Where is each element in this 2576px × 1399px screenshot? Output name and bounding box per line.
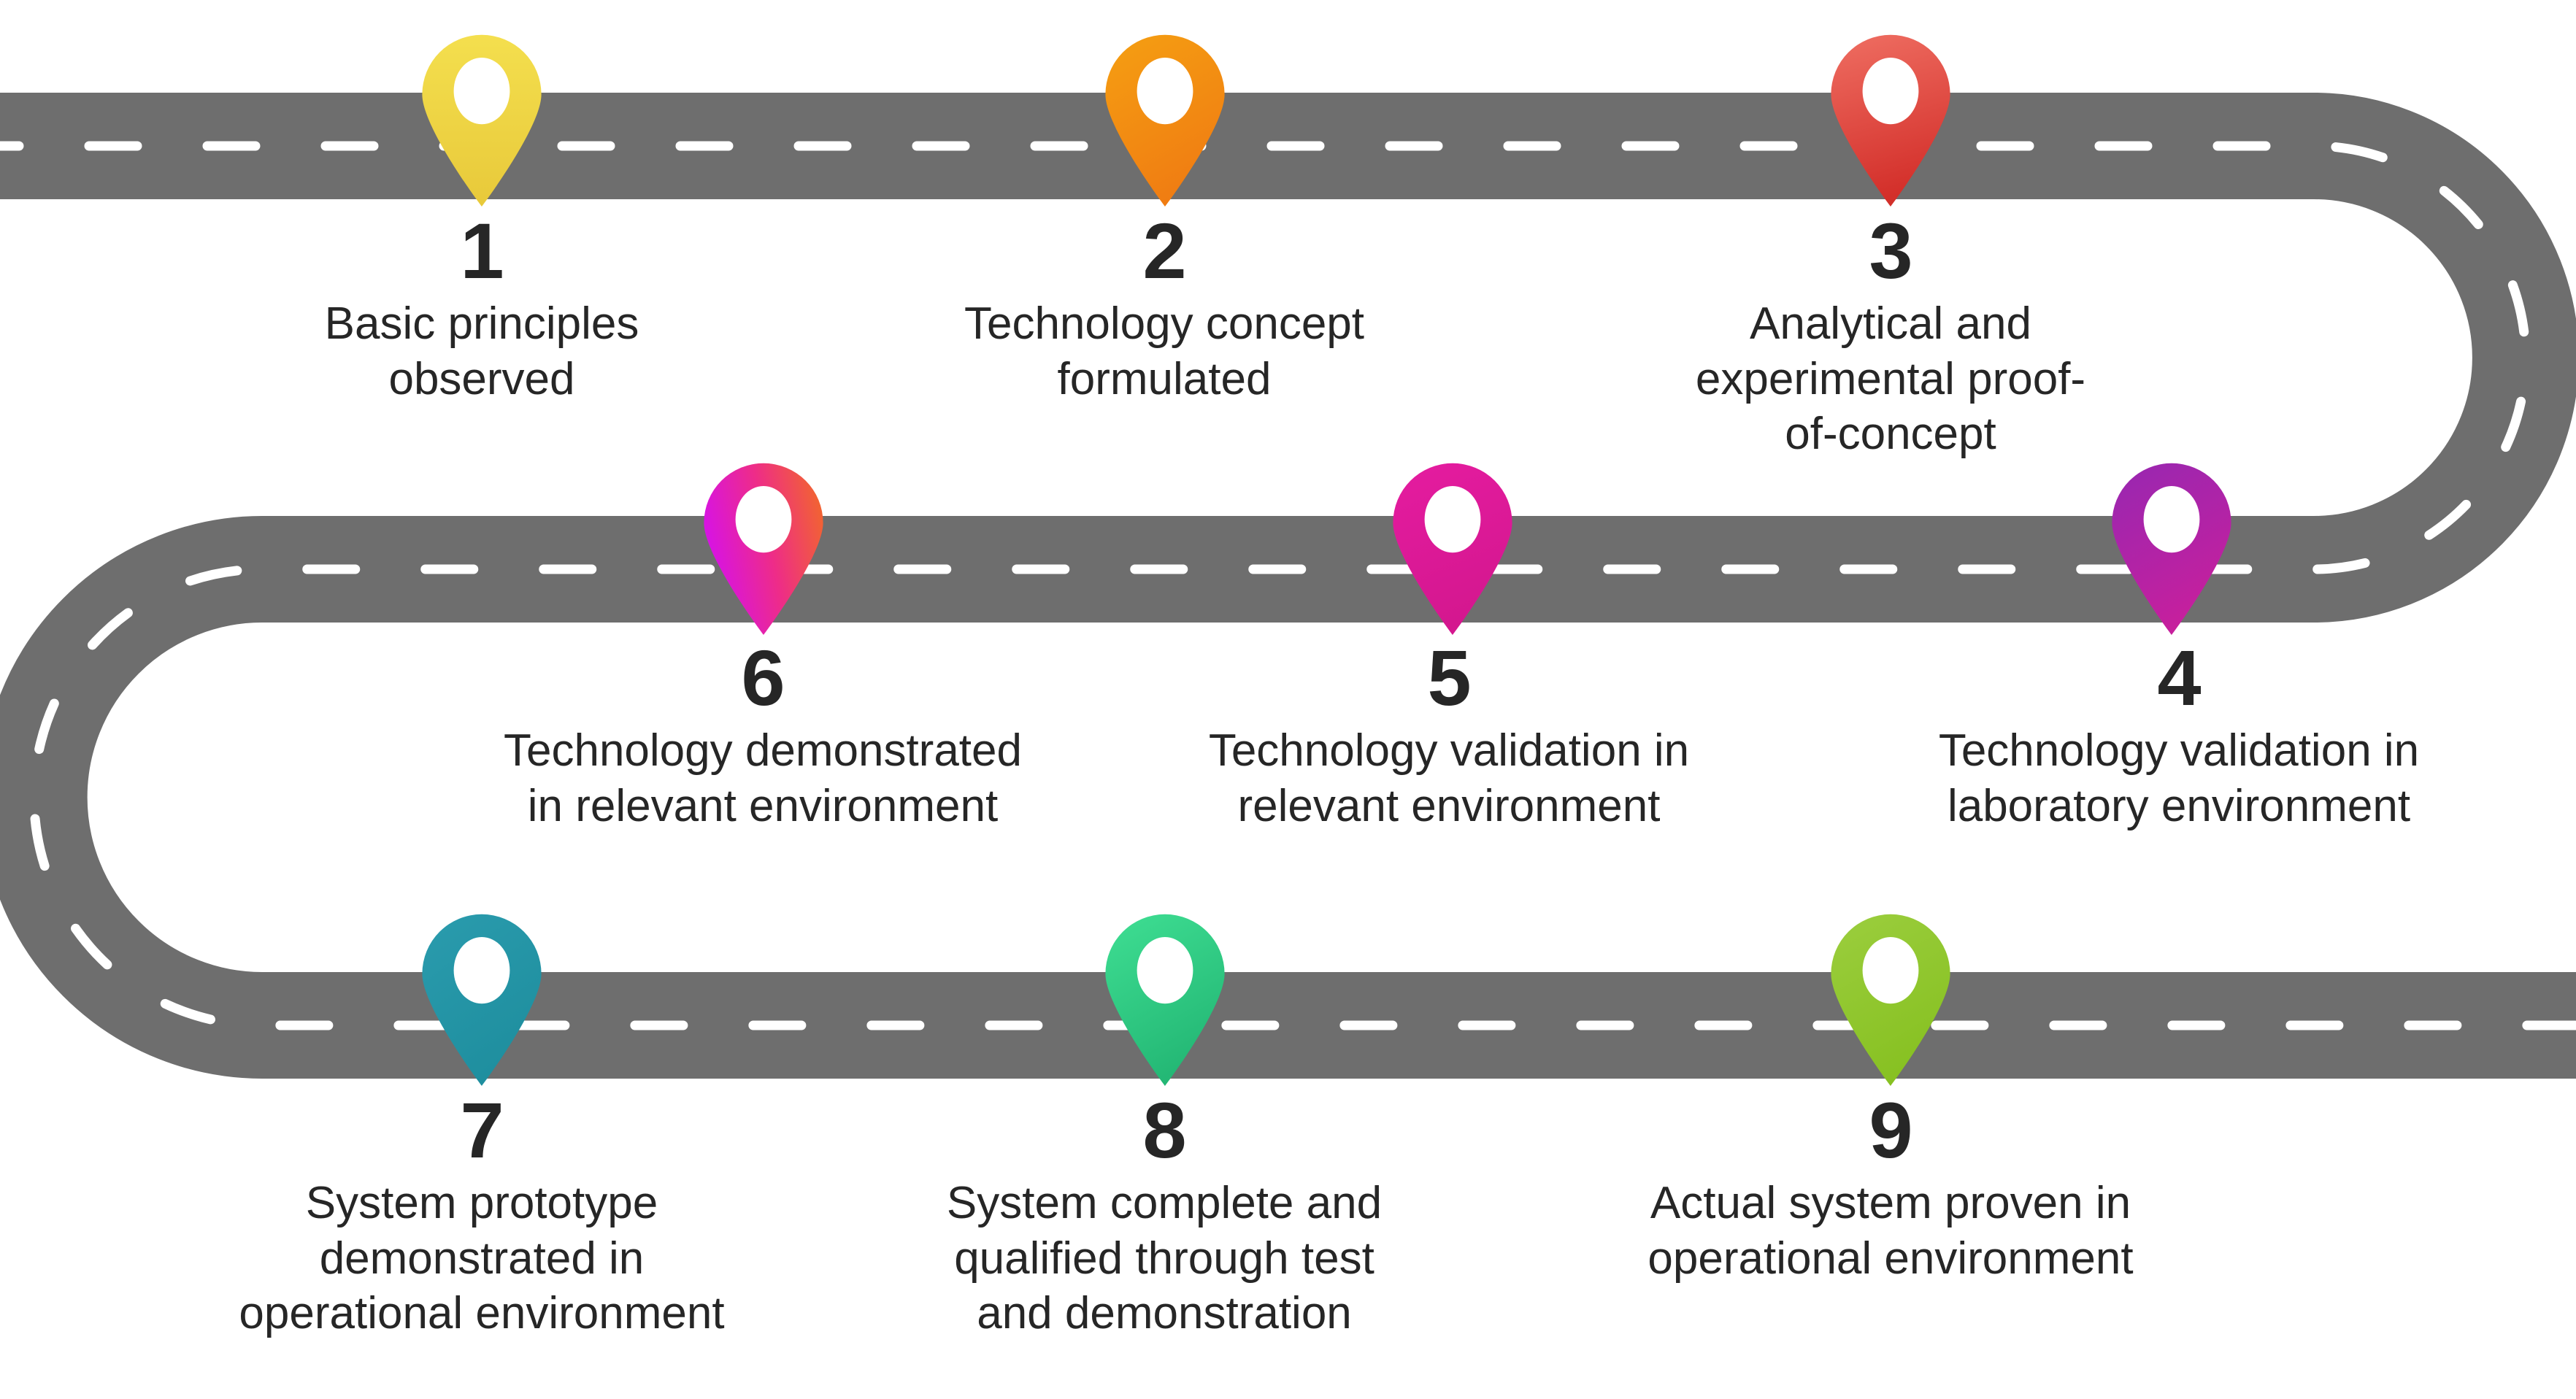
step-5-label: Technology validation in relevant enviro… [1208, 725, 1690, 831]
step-7-label: System prototype demonstrated in operati… [239, 1178, 725, 1339]
step-4: 4 Technology validation in laboratory en… [1891, 639, 2467, 833]
step-7-number: 7 [460, 1086, 504, 1174]
step-8-number: 8 [1142, 1086, 1186, 1174]
step-9-number: 9 [1869, 1086, 1912, 1174]
step-1-label: Basic principles observed [324, 298, 639, 404]
step-5: 5 Technology validation in relevant envi… [1153, 639, 1745, 833]
step-2: 2 Technology concept formulated [942, 212, 1387, 406]
step-2-label: Technology concept formulated [964, 298, 1365, 404]
step-6: 6 Technology demonstrated in relevant en… [438, 639, 1088, 833]
step-7: 7 System prototype demonstrated in opera… [186, 1091, 777, 1341]
step-2-number: 2 [1142, 207, 1186, 295]
step-3: 3 Analytical and experimental proof- of-… [1646, 212, 2135, 462]
step-5-number: 5 [1427, 633, 1471, 722]
step-6-label: Technology demonstrated in relevant envi… [503, 725, 1022, 831]
step-9-label: Actual system proven in operational envi… [1648, 1178, 2134, 1284]
step-3-number: 3 [1869, 207, 1912, 295]
step-9: 9 Actual system proven in operational en… [1588, 1091, 2194, 1286]
step-4-number: 4 [2157, 633, 2201, 722]
step-8-label: System complete and qualified through te… [946, 1178, 1383, 1339]
step-4-label: Technology validation in laboratory envi… [1938, 725, 2420, 831]
step-1: 1 Basic principles observed [266, 212, 697, 406]
step-3-label: Analytical and experimental proof- of-co… [1695, 298, 2086, 460]
step-8: 8 System complete and qualified through … [876, 1091, 1453, 1341]
step-1-number: 1 [460, 207, 504, 295]
step-6-number: 6 [741, 633, 785, 722]
